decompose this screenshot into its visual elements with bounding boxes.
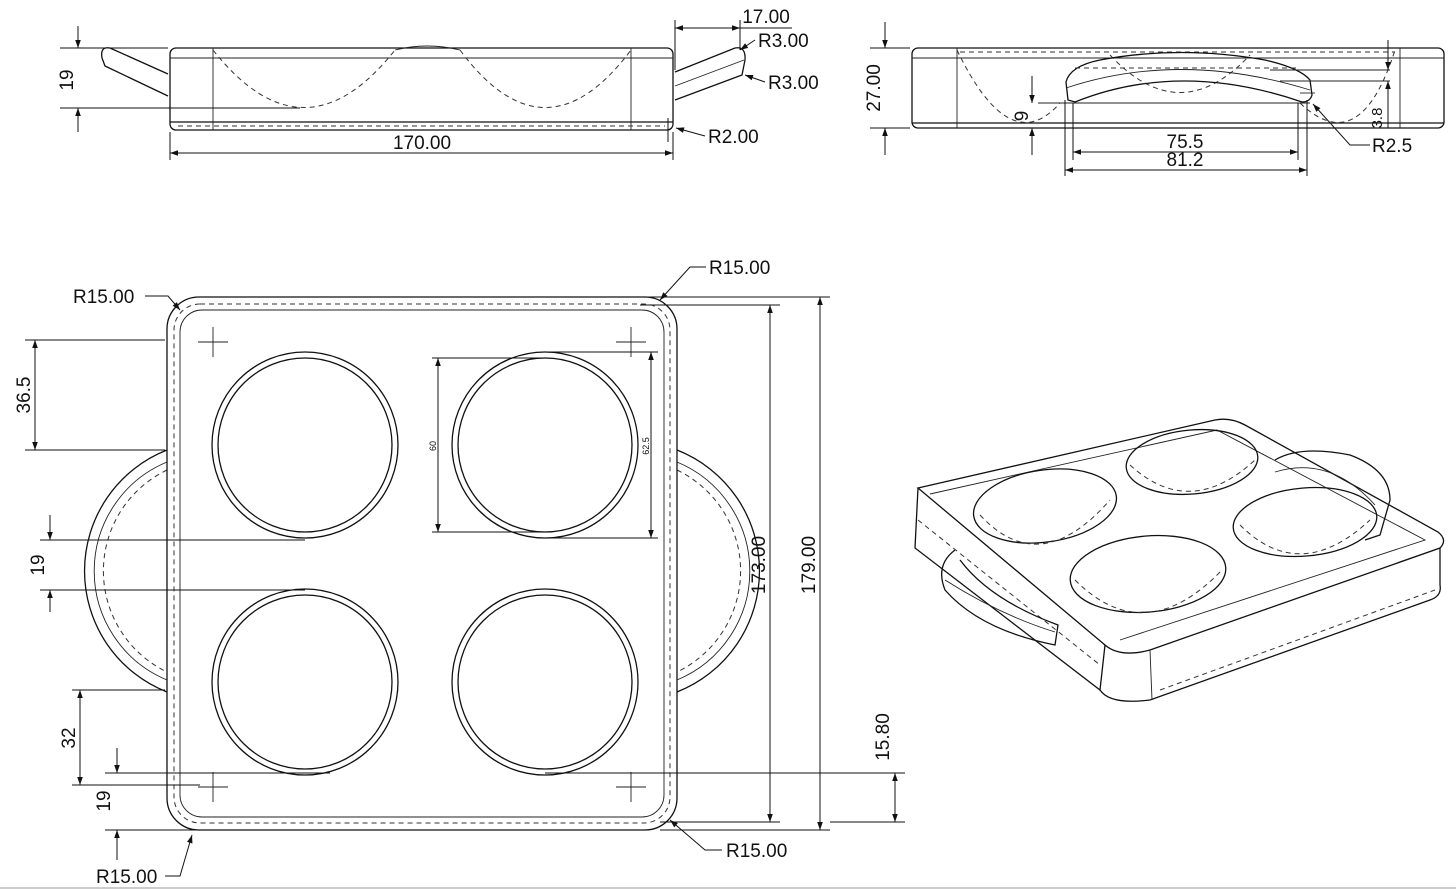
front-height-dim: 27.00 [864, 64, 885, 112]
crosshair-marks [198, 327, 646, 802]
side-body [169, 47, 674, 131]
iso-cup [1069, 534, 1227, 614]
side-view: 19 170.00 17.00 R3.00 R3.00 R2.00 [57, 7, 819, 160]
cup [211, 351, 399, 539]
tray-outline [166, 296, 678, 831]
front-rim-dim: 3.8 [1369, 108, 1386, 129]
iso-cup [972, 468, 1118, 545]
hole-offset-dim: 15.80 [873, 713, 894, 761]
side-radius-bottom: R2.00 [708, 127, 759, 148]
radius-top-left: R15.00 [73, 287, 134, 308]
side-handle-dim: 17.00 [742, 7, 790, 28]
cup [451, 588, 639, 776]
lower-offset-dim: 32 [59, 727, 80, 748]
front-inner-width-dim: 75.5 [1167, 132, 1204, 153]
cup-hidden-line [212, 49, 396, 108]
iso-cup [1125, 428, 1259, 496]
front-radius: R2.5 [1372, 136, 1412, 157]
left-handle [101, 47, 169, 97]
radius-bottom-right: R15.00 [726, 841, 787, 862]
iso-cup [1232, 486, 1378, 558]
front-outer-width-dim: 81.2 [1167, 150, 1204, 171]
cup [451, 351, 639, 539]
corner-hole-dim: 19 [94, 790, 115, 811]
radius-top-right: R15.00 [709, 258, 770, 279]
isometric-view [914, 418, 1445, 702]
cup-hidden-line [459, 49, 632, 108]
handle-gap-dim: 19 [28, 554, 49, 575]
plan-view: R15.00 R15.00 R15.00 R15.00 36.5 19 32 1… [14, 258, 905, 888]
front-handle [1065, 51, 1313, 103]
iso-top-face [916, 418, 1445, 654]
side-height-dim: 19 [57, 69, 78, 90]
front-offset-dim: 9 [1012, 111, 1033, 122]
side-width-dim: 170.00 [393, 133, 451, 154]
cup-outer-dia: 62.5 [641, 437, 651, 455]
side-radius-mid: R3.00 [768, 73, 819, 94]
right-handle [674, 47, 746, 101]
cup-inner-dia: 60 [428, 441, 438, 451]
cup [211, 588, 399, 776]
iso-front-handle [941, 549, 1059, 646]
front-body [911, 47, 1445, 129]
inner-height-dim: 173.00 [749, 536, 770, 594]
outer-height-dim: 179.00 [799, 536, 820, 594]
front-view: 27.00 9 75.5 81.2 3.8 R2.5 [864, 22, 1445, 176]
side-radius-top: R3.00 [758, 31, 809, 52]
iso-back-handle [1274, 450, 1391, 541]
edge-to-handle-dim: 36.5 [14, 377, 35, 414]
right-handle-outer [676, 449, 761, 693]
left-handle-outer [83, 449, 168, 693]
radius-bottom-left: R15.00 [96, 867, 157, 888]
